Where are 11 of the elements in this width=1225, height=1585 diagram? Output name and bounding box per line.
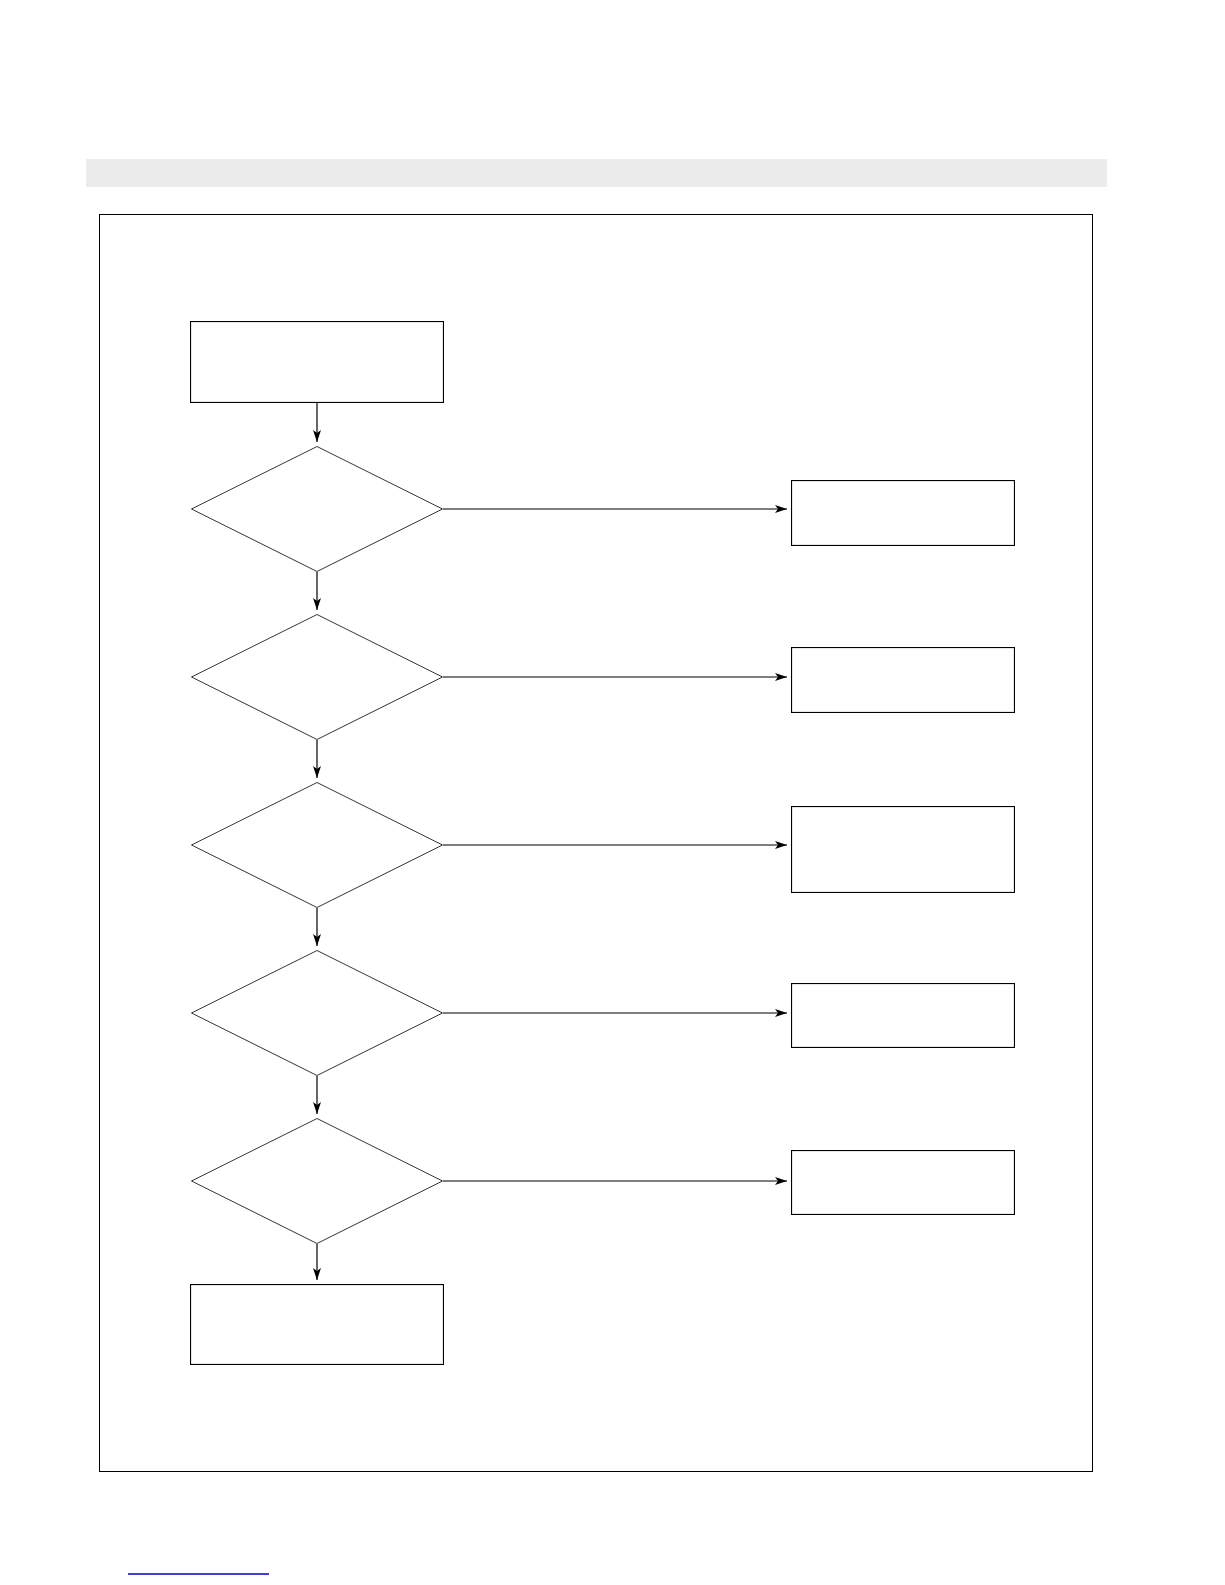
arrow [313, 1075, 321, 1115]
arrow [442, 505, 788, 513]
arrow [442, 841, 788, 849]
arrow [313, 402, 321, 443]
arrow [313, 739, 321, 779]
arrow [313, 1243, 321, 1281]
arrow [442, 673, 788, 681]
arrow [313, 907, 321, 947]
arrow [442, 1009, 788, 1017]
arrow [313, 571, 321, 611]
arrow [442, 1177, 788, 1185]
